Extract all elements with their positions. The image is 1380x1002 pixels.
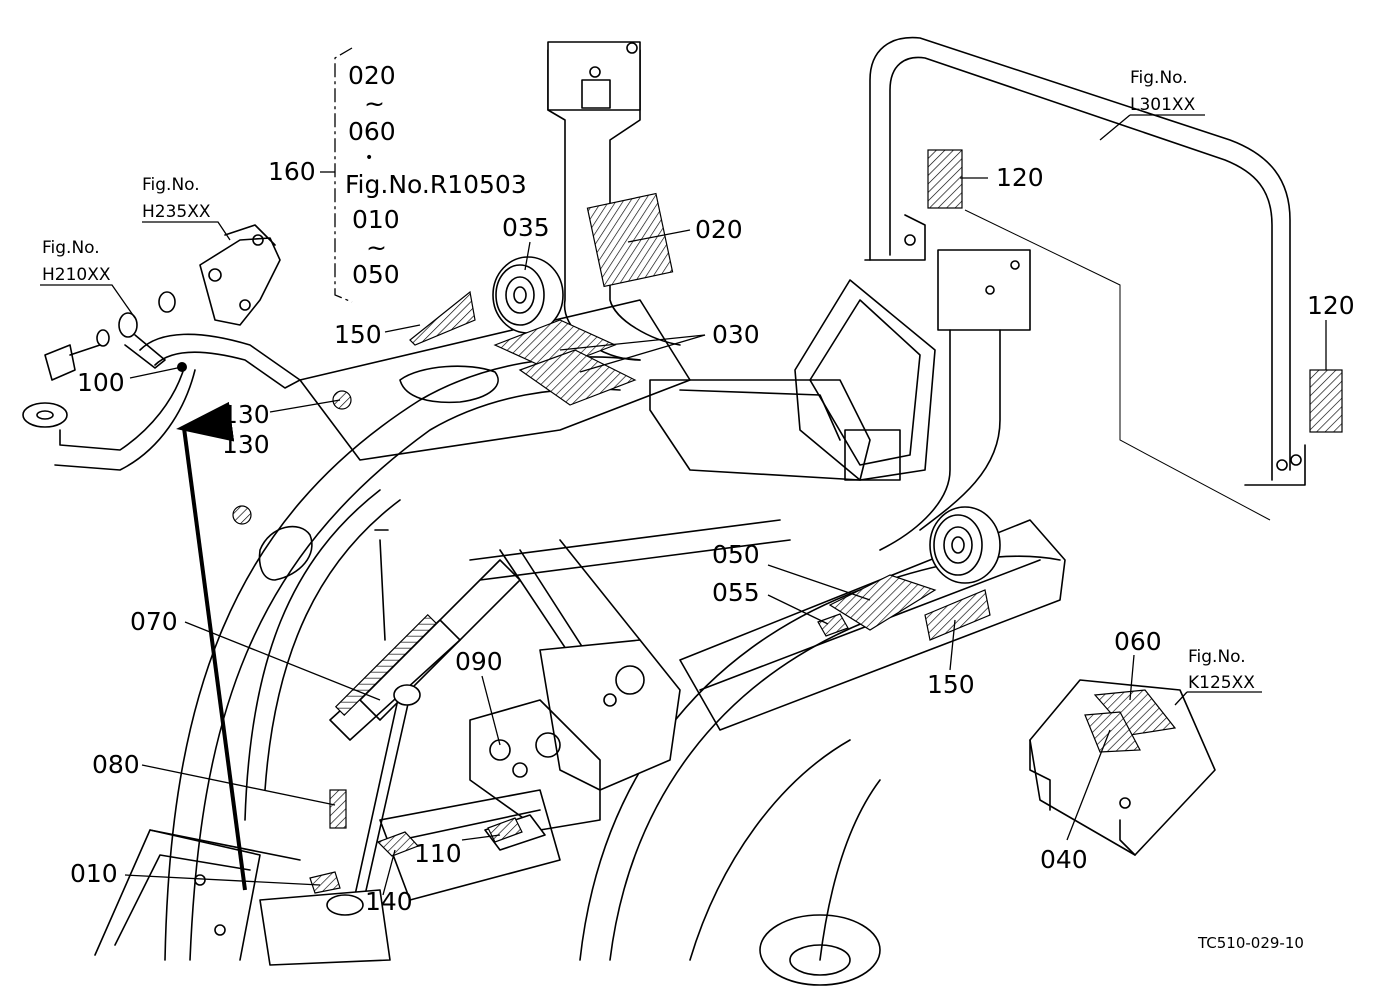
callout-055: 055 [712, 578, 760, 607]
decal-055 [817, 613, 849, 637]
callout-010: 010 [70, 859, 118, 888]
group-160-tilde1: ~ [364, 89, 385, 118]
figure-references: Fig.No. H235XX Fig.No. H210XX Fig.No. L3… [42, 68, 1255, 693]
callout-020: 020 [695, 215, 743, 244]
figref-k125-code: K125XX [1188, 673, 1255, 693]
callout-100: 100 [77, 368, 125, 397]
group-160-list: 020 ~ 060 • Fig.No.R10503 010 ~ 050 [345, 61, 527, 289]
figref-l301-code: L301XX [1130, 95, 1196, 115]
group-160-line5: 050 [352, 260, 400, 289]
callout-labels: 020 035 030 150 100 130 130 120 120 050 … [70, 157, 1355, 916]
callout-130-lower: 130 [222, 430, 270, 459]
pipe-assembly-drawing [22, 224, 301, 471]
decal-030-lower [518, 349, 637, 406]
cover-drawing [1029, 679, 1216, 856]
bracket-160 [320, 47, 353, 303]
decal-040 [1084, 711, 1141, 753]
decal-070 [334, 613, 438, 717]
decal-120-top [927, 149, 963, 209]
figref-l301-label: Fig.No. [1130, 68, 1188, 88]
callout-140: 140 [365, 887, 413, 916]
callout-080: 080 [92, 750, 140, 779]
decals [232, 149, 1343, 894]
decal-010 [309, 871, 341, 894]
callout-050: 050 [712, 540, 760, 569]
callout-035: 035 [502, 213, 550, 242]
headlamp-drawing [492, 256, 1001, 584]
callout-130-upper: 130 [222, 400, 270, 429]
decal-050 [828, 574, 937, 631]
plug-130-upper [332, 390, 352, 410]
callout-120-top: 120 [996, 163, 1044, 192]
rops-frame-drawing [864, 36, 1306, 521]
leader-lines [40, 114, 1327, 896]
group-160-line4: 010 [352, 205, 400, 234]
group-160-line1: 020 [348, 61, 396, 90]
callout-110: 110 [414, 839, 462, 868]
callout-150-left: 150 [334, 320, 382, 349]
callout-040: 040 [1040, 845, 1088, 874]
decal-030-upper [493, 319, 617, 371]
drawing-code: TC510-029-10 [1197, 934, 1304, 952]
group-160-line2: 060 [348, 117, 396, 146]
figref-k125-label: Fig.No. [1188, 647, 1246, 667]
assembly-arrow [176, 401, 247, 891]
callout-160: 160 [268, 157, 316, 186]
callout-090: 090 [455, 647, 503, 676]
group-160-dot: • [365, 150, 373, 166]
callout-060: 060 [1114, 627, 1162, 656]
decal-140 [376, 831, 420, 857]
decal-020 [586, 192, 674, 288]
group-160-tilde2: ~ [366, 233, 387, 262]
decal-150-right [924, 589, 991, 641]
callout-030: 030 [712, 320, 760, 349]
callout-120-side: 120 [1307, 291, 1355, 320]
group-160-line3: Fig.No.R10503 [345, 170, 527, 199]
plug-130-lower [232, 505, 252, 525]
decal-080 [329, 789, 347, 829]
decal-120-side [1309, 369, 1343, 433]
figref-h210-label: Fig.No. [42, 238, 100, 258]
decal-150-left [409, 290, 476, 346]
callout-150-right: 150 [927, 670, 975, 699]
figref-h235-label: Fig.No. [142, 175, 200, 195]
figref-h210-code: H210XX [42, 265, 111, 285]
figref-h235-code: H235XX [142, 202, 211, 222]
callout-070: 070 [130, 607, 178, 636]
